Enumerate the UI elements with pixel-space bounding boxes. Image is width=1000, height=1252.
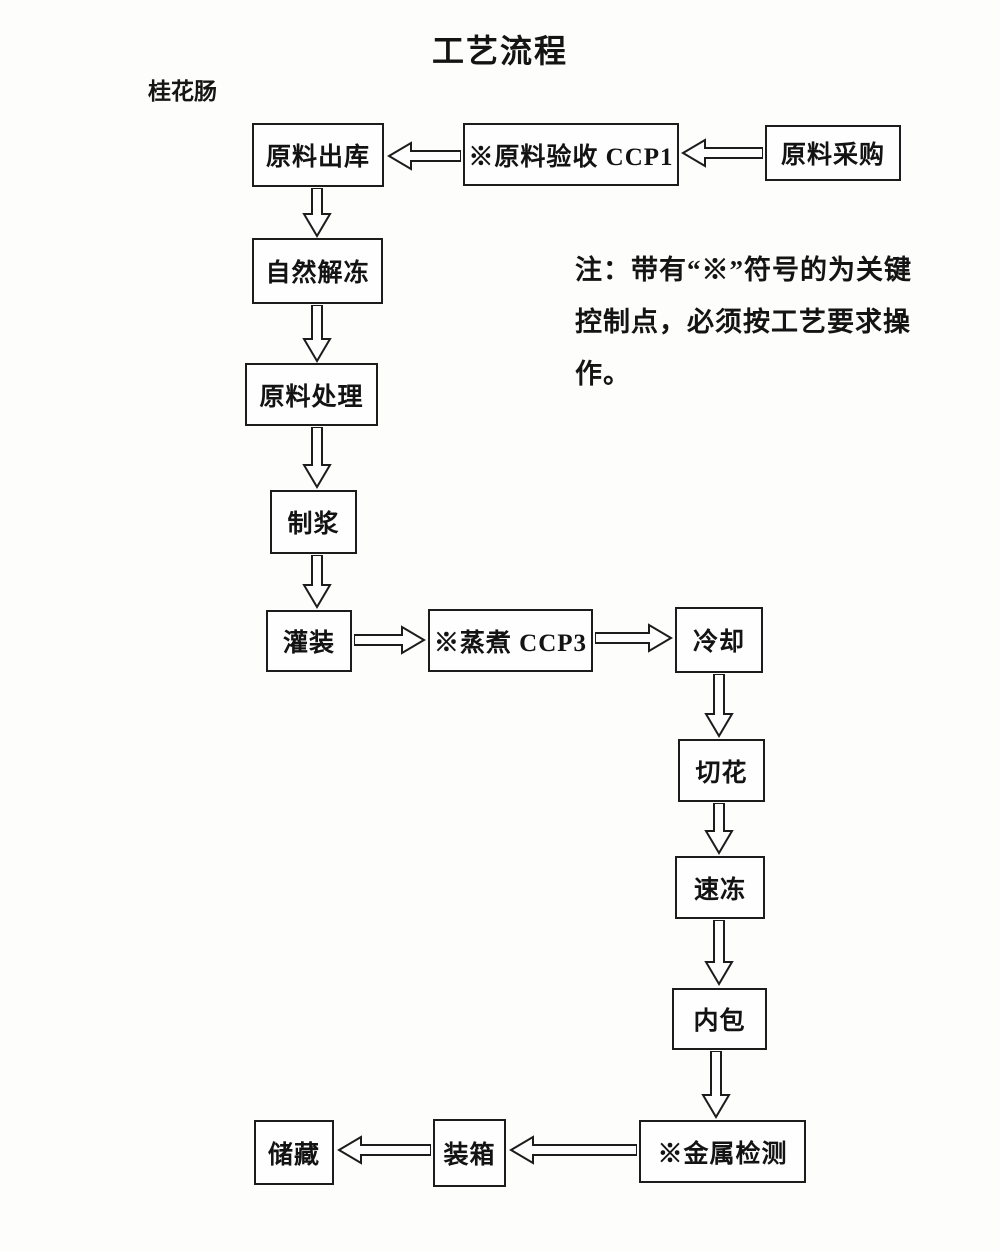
flow-arrow-metal-detection-to-boxing [509, 1135, 637, 1165]
flow-arrow-raw-inspection-to-raw-outbound [387, 141, 461, 171]
flow-arrow-boxing-to-storage [337, 1135, 431, 1165]
flow-arrow-filling-to-cooking [354, 625, 426, 655]
node-cutting: 切花 [678, 739, 765, 802]
node-raw-processing: 原料处理 [245, 363, 378, 426]
node-raw-outbound: 原料出库 [252, 123, 384, 187]
node-metal-detection: ※金属检测 [639, 1120, 806, 1183]
flow-arrow-raw-outbound-to-natural-thaw [302, 188, 332, 238]
flow-arrow-inner-pack-to-metal-detection [701, 1051, 731, 1119]
flow-arrow-cooling-to-cutting [704, 674, 734, 738]
node-inner-pack: 内包 [672, 988, 767, 1050]
node-raw-purchase: 原料采购 [765, 125, 901, 181]
flow-arrow-natural-thaw-to-raw-processing [302, 305, 332, 363]
node-storage: 储藏 [254, 1120, 334, 1185]
node-boxing: 装箱 [433, 1119, 506, 1187]
flow-arrow-pulping-to-filling [302, 555, 332, 609]
flow-arrow-cutting-to-quick-freeze [704, 803, 734, 855]
flow-arrow-quick-freeze-to-inner-pack [704, 920, 734, 986]
product-name-label: 桂花肠 [148, 79, 217, 104]
page-title: 工艺流程 [431, 33, 568, 69]
node-pulping: 制浆 [270, 490, 357, 554]
note-line: 注：带有“※”符号的为关键 [575, 255, 912, 285]
flow-arrow-raw-purchase-to-raw-inspection [681, 138, 763, 168]
note-line: 作。 [575, 359, 631, 389]
node-filling: 灌装 [266, 610, 352, 672]
node-raw-inspection: ※原料验收 CCP1 [463, 123, 679, 186]
flow-arrow-raw-processing-to-pulping [302, 427, 332, 489]
note-text: 注：带有“※”符号的为关键 控制点，必须按工艺要求操 作。 [575, 244, 945, 400]
node-natural-thaw: 自然解冻 [252, 238, 383, 304]
node-quick-freeze: 速冻 [675, 856, 765, 919]
node-cooling: 冷却 [675, 607, 763, 673]
node-cooking: ※蒸煮 CCP3 [428, 609, 593, 672]
note-line: 控制点，必须按工艺要求操 [575, 307, 911, 337]
flow-arrow-cooking-to-cooling [595, 623, 673, 653]
